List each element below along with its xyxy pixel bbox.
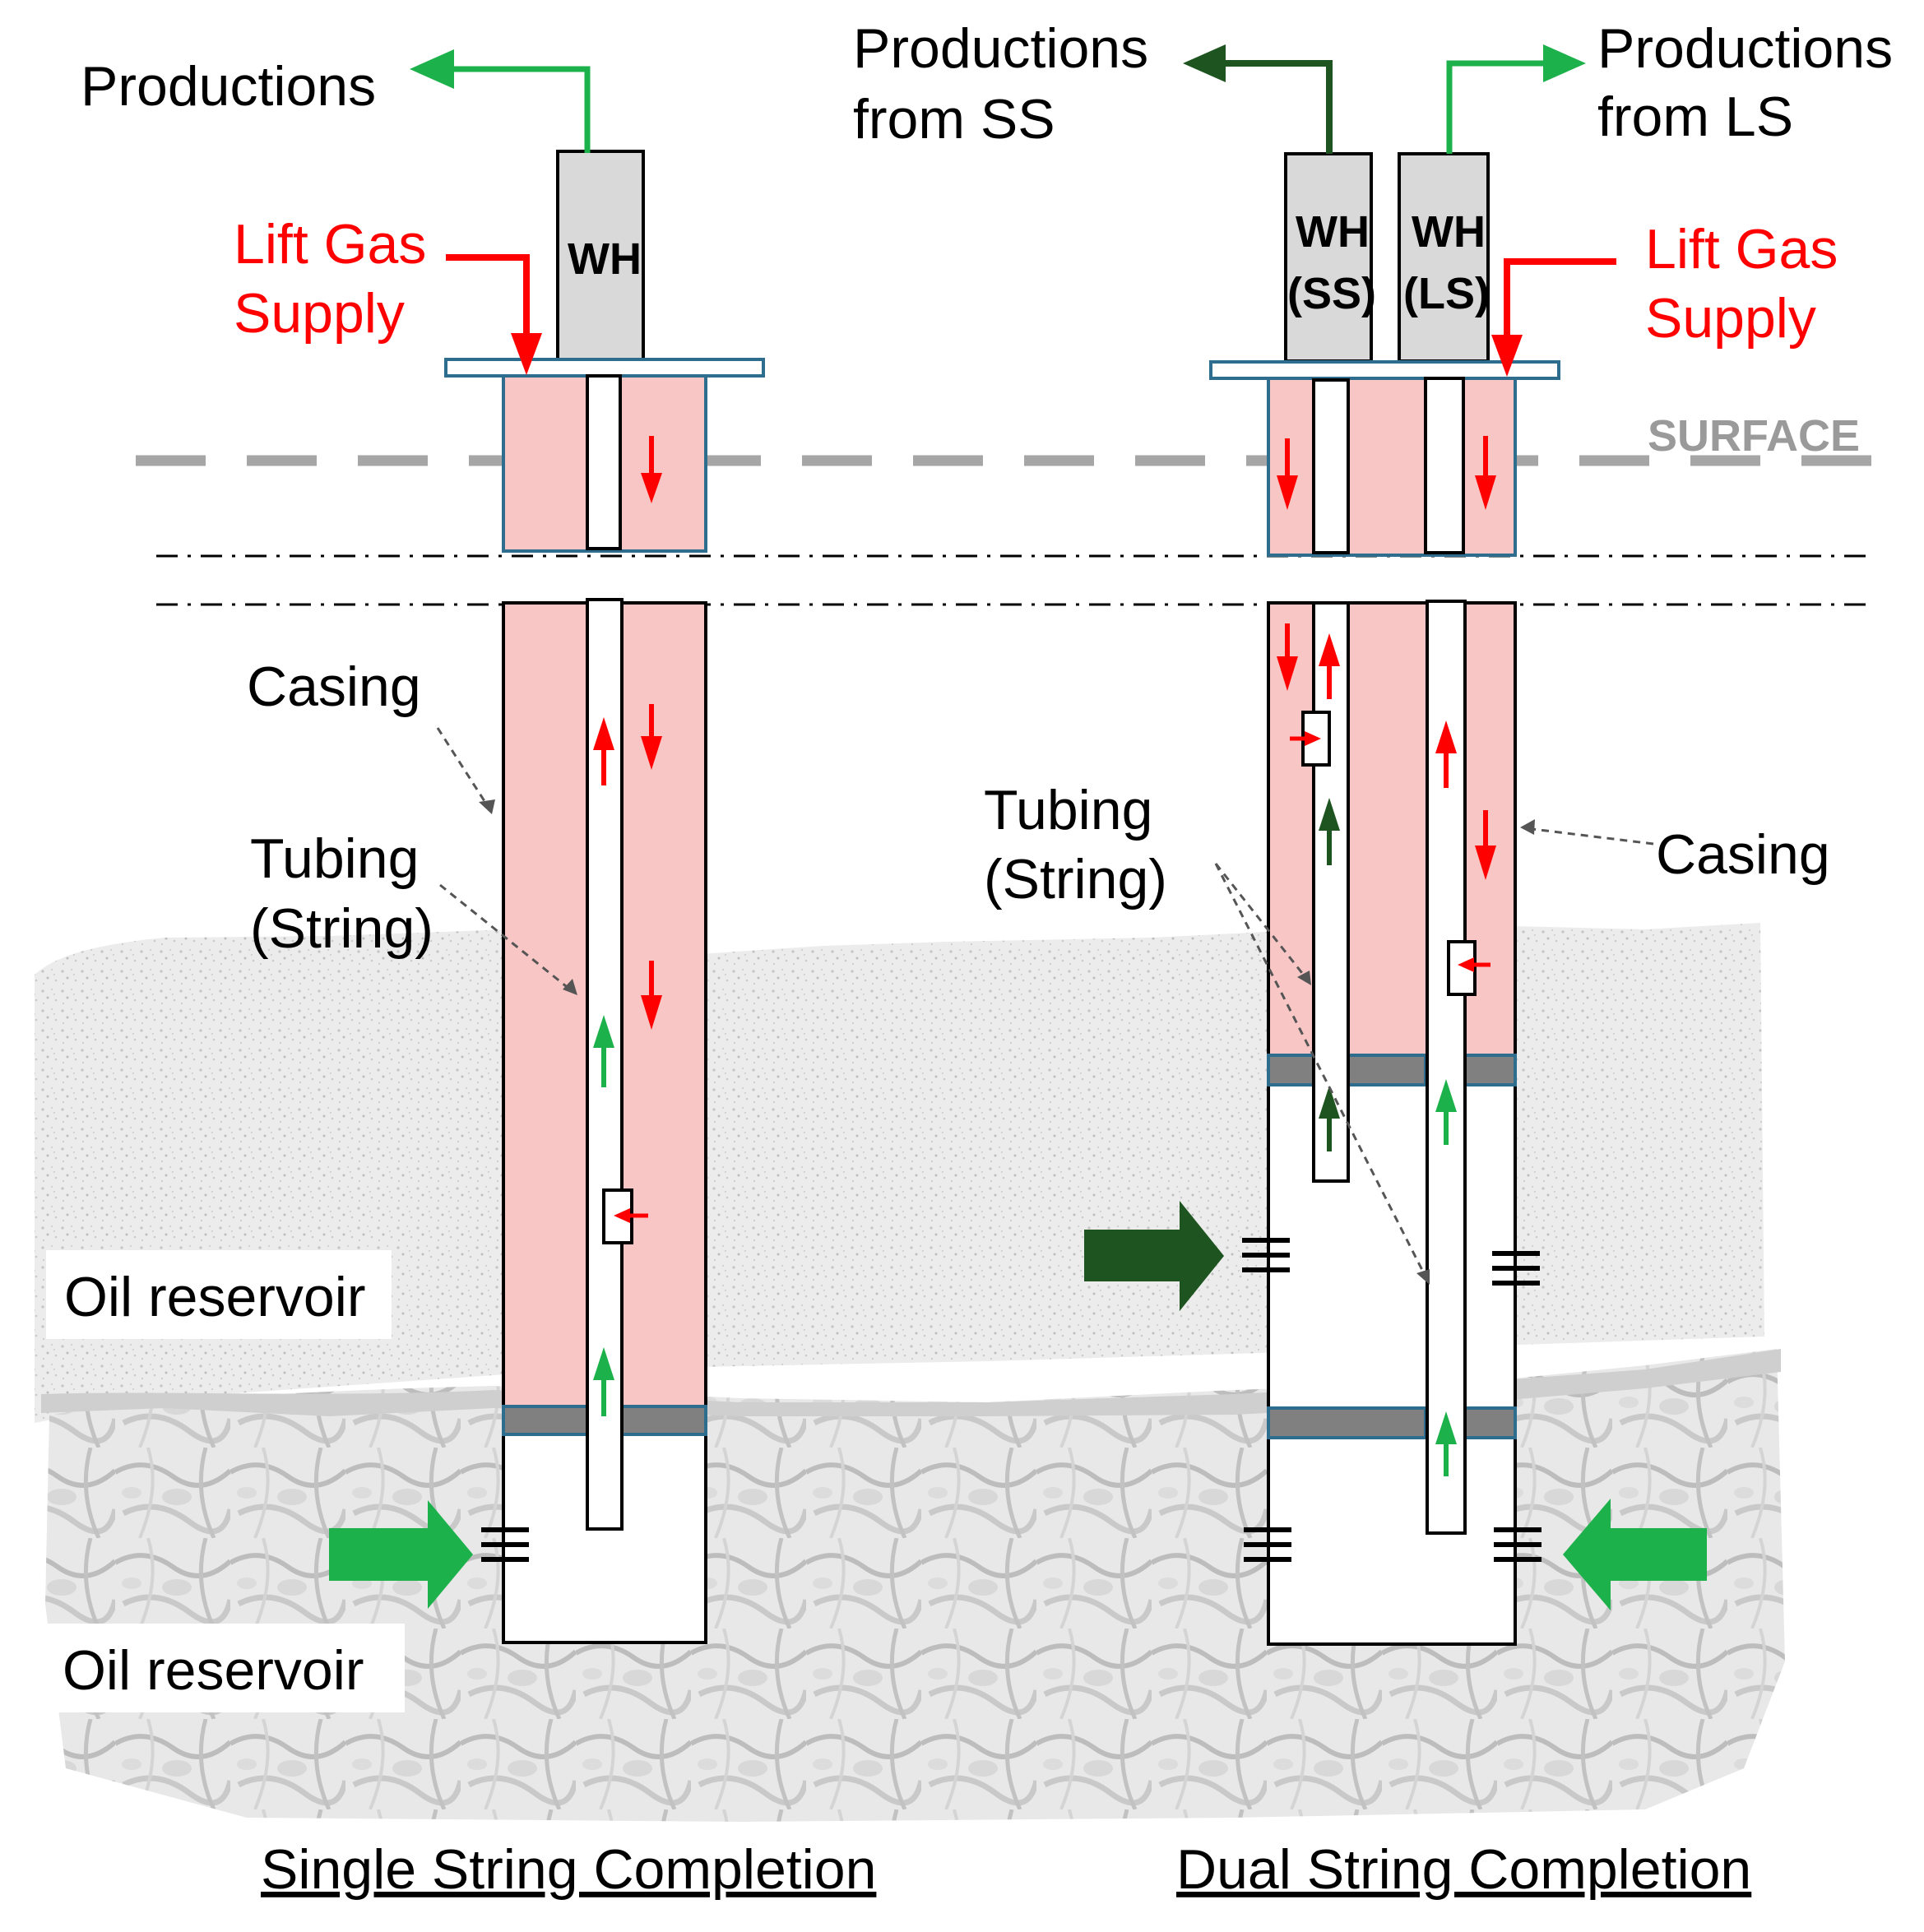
- perforations-left: [481, 1527, 529, 1562]
- caption-dual: Dual String Completion: [1176, 1838, 1751, 1901]
- packer-left-a: [502, 1405, 591, 1436]
- label-lift-gas-right-2: Supply: [1645, 287, 1816, 350]
- lift-gas-line-left: [446, 254, 530, 337]
- tubing-gas-arrows: [593, 633, 1457, 788]
- inflow-arrow-ls: [1563, 1499, 1707, 1610]
- production-arrow-left: [410, 49, 454, 89]
- perforations-upper-left: [1242, 1238, 1290, 1272]
- oil-reservoir-upper-box: [46, 1250, 392, 1339]
- perforations-lower-left: [1244, 1527, 1291, 1562]
- label-productions-ls-2: from LS: [1597, 86, 1793, 148]
- lower-reservoir-rock: [45, 1349, 1785, 1822]
- gas-lift-valve-ls: [1447, 940, 1477, 996]
- label-productions-ss-1: Productions: [853, 17, 1148, 80]
- pointer-arrows: [436, 727, 1654, 1281]
- production-line-left: [447, 66, 591, 153]
- flange-left: [444, 358, 765, 378]
- label-lift-gas-left-2: Supply: [234, 282, 405, 345]
- perforations-upper-right: [1492, 1251, 1540, 1286]
- packer-upper-c: [1462, 1054, 1517, 1086]
- packer-lower-a: [1267, 1406, 1427, 1439]
- packer-left-b: [620, 1405, 707, 1436]
- tubing-long-string: [1426, 600, 1467, 1535]
- caption-single: Single String Completion: [261, 1838, 876, 1901]
- label-productions-ls-1: Productions: [1597, 17, 1893, 80]
- label-lift-gas-right-1: Lift Gas: [1645, 218, 1838, 280]
- production-line-ss: [1219, 60, 1333, 154]
- inflow-arrow-ss: [1084, 1201, 1224, 1311]
- production-line-ls: [1446, 60, 1548, 154]
- production-arrow-ls: [1543, 44, 1586, 82]
- label-wh-ss-2: (SS): [1287, 269, 1376, 318]
- label-wh-ls-2: (LS): [1403, 269, 1490, 318]
- dual-string-well: [1209, 152, 1560, 1646]
- label-wh-left: WH: [568, 234, 642, 284]
- label-productions-left: Productions: [81, 55, 376, 118]
- label-tubing-right-2: (String): [984, 848, 1167, 910]
- pointer-arrowheads: [479, 799, 1535, 1285]
- tubing-oil-arrows: [593, 798, 1457, 1476]
- annulus-right: [1270, 605, 1514, 1055]
- packer-lower-b: [1462, 1406, 1517, 1439]
- label-oil-reservoir-lower: Oil reservoir: [63, 1639, 364, 1702]
- casing-upper-right: [1267, 377, 1517, 557]
- tubing-upper-ls: [1424, 377, 1465, 554]
- tubing-upper-left: [586, 374, 622, 550]
- label-casing-left: Casing: [247, 656, 421, 718]
- label-wh-ls-1: WH: [1412, 207, 1486, 257]
- inflow-arrow-single: [329, 1500, 473, 1609]
- valve-inject-arrows: [614, 731, 1491, 1223]
- label-oil-reservoir-upper: Oil reservoir: [64, 1266, 366, 1328]
- label-lift-gas-left-1: Lift Gas: [234, 213, 426, 276]
- packer-upper-a: [1267, 1054, 1315, 1086]
- tubing-upper-ss: [1312, 378, 1350, 554]
- label-surface: SURFACE: [1648, 411, 1860, 461]
- label-tubing-left-2: (String): [250, 897, 433, 960]
- production-arrow-ss: [1183, 44, 1226, 82]
- tubing-short-string: [1312, 601, 1350, 1183]
- packer-upper-b: [1347, 1054, 1427, 1086]
- label-tubing-left-1: Tubing: [250, 827, 419, 890]
- wellhead-ls: [1398, 152, 1490, 363]
- oil-reservoir-lower-box: [46, 1624, 405, 1712]
- annulus-gas-arrows: [641, 436, 1496, 1030]
- label-productions-ss-2: from SS: [853, 88, 1055, 151]
- wellhead-ss: [1284, 152, 1373, 363]
- label-tubing-right-1: Tubing: [984, 779, 1152, 841]
- lift-gas-line-right: [1504, 258, 1616, 339]
- label-wh-ss-1: WH: [1296, 207, 1370, 257]
- lift-gas-arrow-left: [511, 333, 542, 375]
- lift-gas-arrow-right: [1491, 335, 1523, 377]
- label-casing-right: Casing: [1656, 823, 1830, 886]
- wellhead-left: [556, 150, 645, 363]
- perforations-lower-right: [1494, 1527, 1542, 1562]
